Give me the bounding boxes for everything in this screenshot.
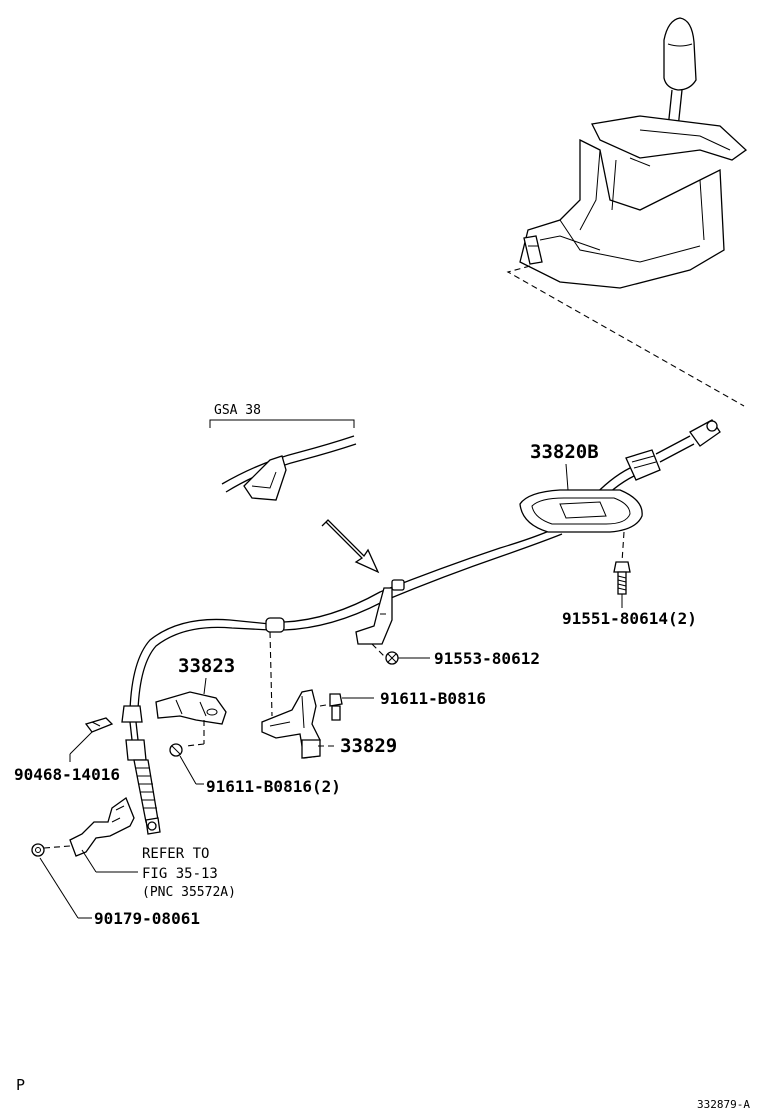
part-label-91551-80614: 91551-80614(2): [562, 609, 697, 628]
part-label-91611-b0816: 91611-B0816: [380, 689, 486, 708]
part-label-33823: 33823: [178, 655, 235, 677]
cover-bolt-icon: [169, 743, 183, 757]
shift-lever-assembly-icon: [519, 17, 748, 289]
gsa-reference: GSA 38: [209, 403, 357, 501]
figure-code: 332879-A: [697, 1098, 750, 1111]
refer-line-3: (PNC 35572A): [142, 885, 236, 900]
refer-line-1: REFER TO: [142, 846, 209, 862]
bracket-33829-icon: [261, 689, 321, 759]
nut-icon: [31, 843, 45, 857]
part-label-33829: 33829: [340, 735, 397, 757]
part-label-91553-80612: 91553-80612: [434, 649, 540, 668]
bracket-bolt-icon: [385, 651, 399, 665]
cable-floor-plate-icon: [519, 489, 643, 563]
part-label-91611-b0816-2: 91611-B0816(2): [206, 777, 341, 796]
bracket-bolt-2-icon: [329, 693, 343, 721]
refer-line-2: FIG 35-13: [142, 866, 218, 882]
gsa-label: GSA 38: [214, 403, 261, 418]
part-label-33820b: 33820B: [530, 441, 599, 463]
cable-cover-33823-icon: [155, 691, 227, 725]
part-label-90179-08061: 90179-08061: [94, 909, 200, 928]
floor-bolt-icon: [613, 561, 631, 595]
part-label-90468-14016: 90468-14016: [14, 765, 120, 784]
corner-letter: P: [16, 1076, 25, 1094]
cable-bracket-icon: [355, 587, 393, 645]
direction-arrow-icon: [321, 519, 380, 574]
transmission-control-cable-icon: [121, 419, 721, 835]
lower-bracket-icon: [69, 796, 135, 857]
cable-clip-icon: [84, 717, 114, 733]
